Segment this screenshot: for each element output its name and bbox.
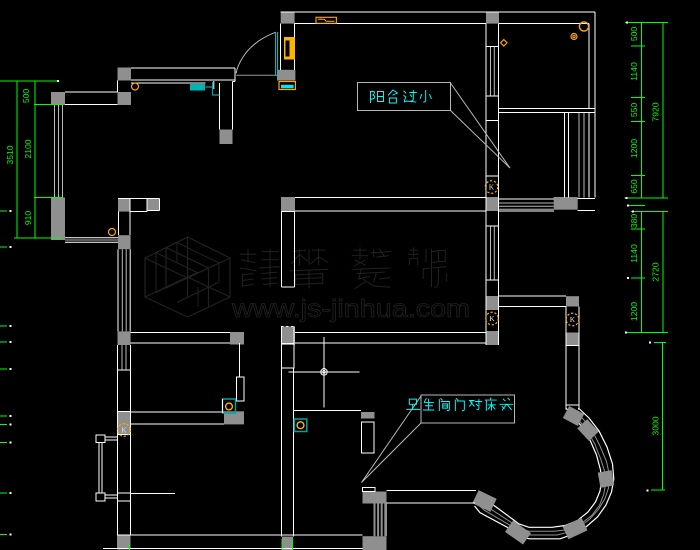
svg-text:910: 910 xyxy=(23,211,33,226)
svg-text:550: 550 xyxy=(629,103,639,118)
svg-text:K: K xyxy=(121,426,127,435)
svg-text:1200: 1200 xyxy=(629,302,639,321)
svg-text:380: 380 xyxy=(629,214,639,229)
svg-text:K: K xyxy=(489,314,495,323)
svg-text:www.js-jinhua.com: www.js-jinhua.com xyxy=(231,295,470,323)
svg-text:650: 650 xyxy=(629,179,639,194)
svg-text:500: 500 xyxy=(629,27,639,42)
svg-text:2720: 2720 xyxy=(651,262,661,281)
svg-text:7920: 7920 xyxy=(651,102,661,121)
svg-text:1140: 1140 xyxy=(629,244,639,263)
svg-text:2100: 2100 xyxy=(23,139,33,158)
svg-text:K: K xyxy=(570,315,576,324)
svg-text:1140: 1140 xyxy=(629,62,639,81)
svg-text:K: K xyxy=(489,183,495,192)
svg-text:3000: 3000 xyxy=(651,416,661,435)
svg-text:500: 500 xyxy=(21,89,31,104)
svg-text:3510: 3510 xyxy=(5,145,15,164)
svg-text:1200: 1200 xyxy=(629,139,639,158)
